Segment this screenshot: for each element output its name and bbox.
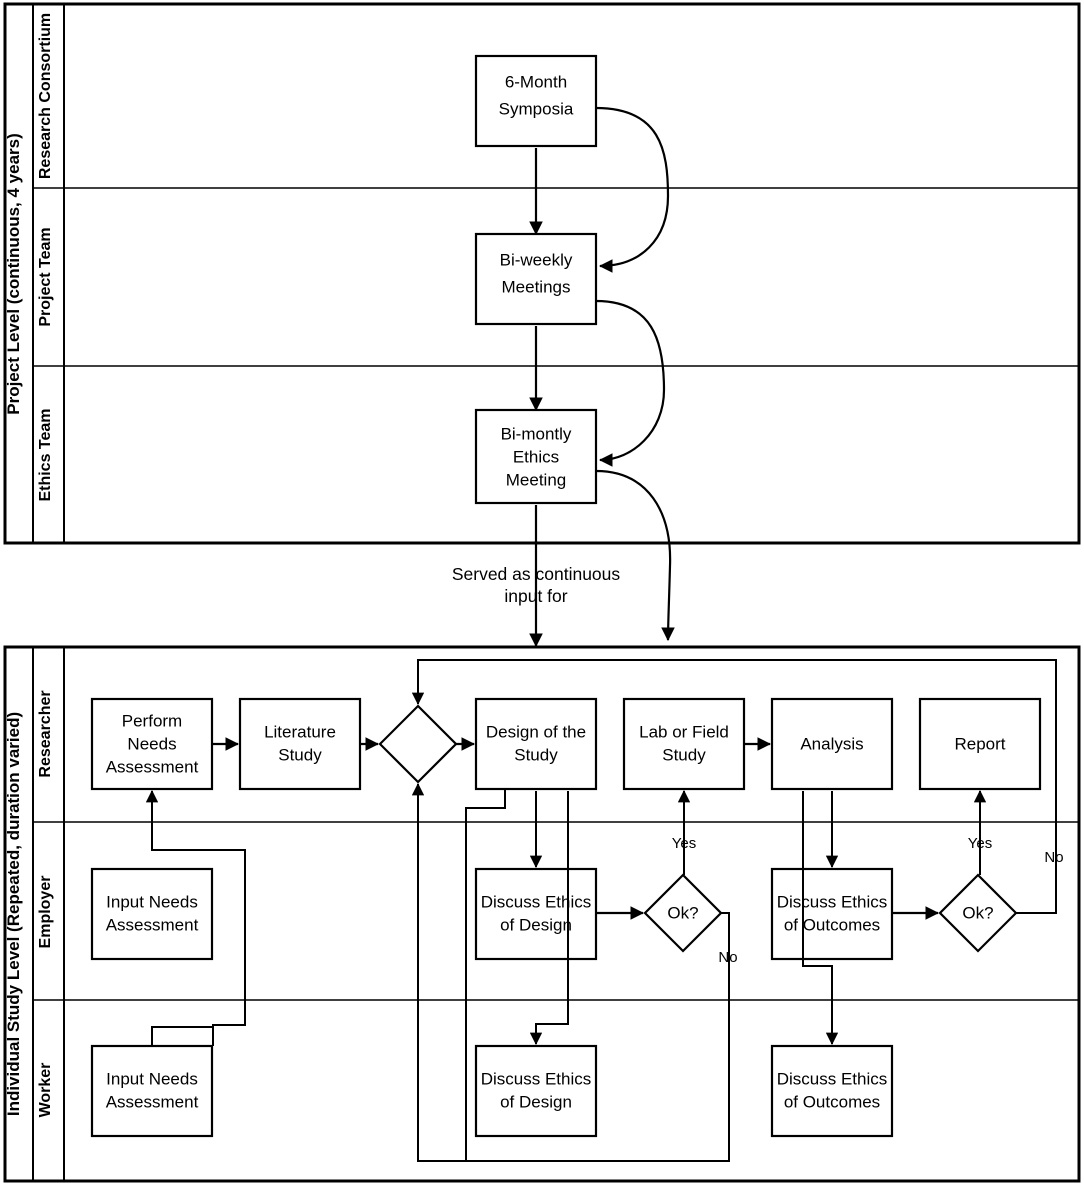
node-worker-input-needs-assessment[interactable]: Input Needs Assessment [90, 1044, 214, 1138]
cross-pool-connectors: Served as continuous input for [452, 469, 675, 648]
node-design-of-the-study[interactable]: Design of the Study [474, 697, 598, 791]
flow-ok-design-no-to-gateway [411, 783, 730, 1162]
node-worker-ethics-design-label-line1: Discuss Ethics [481, 1069, 592, 1088]
flow-worker-input-to-employer-input-join [212, 869, 246, 1046]
pool-title-individual-study-level: Individual Study Level (Repeated, durati… [4, 712, 23, 1116]
lane-title-researcher: Researcher [37, 690, 54, 777]
node-biweekly-meetings[interactable]: Bi-weekly Meetings [474, 232, 598, 326]
node-analysis-box[interactable] [770, 697, 894, 791]
node-lab-field-label-line2: Study [662, 745, 706, 764]
node-ok-outcomes-diamond-shape[interactable] [938, 873, 1018, 953]
node-ok-design-diamond-shape[interactable] [643, 873, 723, 953]
flow-employer-input-to-perform-needs [145, 790, 246, 869]
flow-ethics-meeting-to-study-level [595, 469, 675, 642]
node-lab-field-label-line1: Lab or Field [639, 722, 729, 741]
node-symposia-label-line1: 6-Month [505, 72, 567, 91]
node-employer-discuss-ethics-of-design[interactable]: Discuss Ethics of Design [474, 867, 598, 961]
flow-analysis-to-worker-ethics-outcomes [802, 791, 839, 1045]
node-biweekly-meetings-label-line2: Meetings [502, 277, 571, 296]
node-report-label: Report [954, 734, 1005, 753]
node-employer-ethics-outcomes-box[interactable] [770, 867, 894, 961]
node-worker-ethics-outcomes-box[interactable] [770, 1044, 894, 1138]
flow-ok-outcomes-no-to-gateway [411, 659, 1057, 914]
node-gateway-diamond[interactable] [378, 704, 458, 784]
edge-label-no-outcomes: No [1044, 849, 1063, 866]
flow-design-to-worker-ethics-design [529, 791, 569, 1045]
node-analysis-label: Analysis [800, 734, 863, 753]
node-lab-or-field-study[interactable]: Lab or Field Study [622, 697, 746, 791]
node-analysis[interactable]: Analysis [770, 697, 894, 791]
pool-project-level: Project Level (continuous, 4 years) Rese… [3, 2, 1081, 545]
node-biweekly-meetings-box[interactable] [474, 232, 598, 326]
node-worker-discuss-ethics-of-outcomes[interactable]: Discuss Ethics of Outcomes [770, 1044, 894, 1138]
node-worker-ethics-design-label-line2: of Design [500, 1092, 572, 1111]
node-symposia-label-line2: Symposia [499, 99, 574, 118]
node-gateway-diamond-shape[interactable] [378, 704, 458, 784]
pool-individual-study-level-border [3, 645, 1081, 1183]
pool-title-project-level: Project Level (continuous, 4 years) [4, 133, 23, 415]
node-perform-needs-label-line1: Perform [122, 711, 182, 730]
node-bimonthly-ethics-meeting-box[interactable] [474, 408, 598, 505]
node-biweekly-meetings-label-line1: Bi-weekly [500, 250, 573, 269]
node-employer-input-label-line1: Input Needs [106, 892, 198, 911]
node-literature-study[interactable]: Literature Study [238, 697, 362, 791]
node-employer-ethics-design-label-line1: Discuss Ethics [481, 892, 592, 911]
edge-label-yes-design: Yes [672, 835, 696, 852]
lane-title-worker: Worker [37, 1063, 54, 1118]
node-ok-design-diamond[interactable]: Ok? [643, 873, 723, 953]
flow-worker-input-riser [151, 1026, 213, 1046]
node-ok-outcomes-label: Ok? [962, 903, 993, 922]
node-perform-needs-assessment[interactable]: Perform Needs Assessment [90, 697, 214, 791]
pool-individual-study-level: Individual Study Level (Repeated, durati… [3, 645, 1081, 1183]
node-bimonthly-ethics-label-line3: Meeting [506, 470, 566, 489]
flow-design-lane-riser [465, 789, 506, 1160]
node-symposia[interactable]: 6-Month Symposia [474, 54, 598, 148]
edge-label-yes-outcomes: Yes [968, 835, 992, 852]
node-lab-or-field-study-box[interactable] [622, 697, 746, 791]
edge-label-served-line1: Served as continuous [452, 564, 621, 584]
node-perform-needs-assessment-box[interactable] [90, 697, 214, 791]
node-employer-input-label-line2: Assessment [106, 915, 199, 934]
lane-title-project-team: Project Team [37, 227, 54, 326]
node-bimonthly-ethics-label-line2: Ethics [513, 447, 559, 466]
node-worker-input-label-line2: Assessment [106, 1092, 199, 1111]
lane-title-ethics-team: Ethics Team [37, 408, 54, 501]
flow-biweekly-to-ethics [595, 299, 666, 467]
node-worker-discuss-ethics-of-design[interactable]: Discuss Ethics of Design [474, 1044, 598, 1138]
node-employer-discuss-ethics-of-outcomes[interactable]: Discuss Ethics of Outcomes [770, 867, 894, 961]
pool-project-level-border [3, 2, 1081, 545]
node-literature-study-label-line1: Literature [264, 722, 336, 741]
flow-symposia-to-biweekly [595, 106, 670, 273]
node-perform-needs-label-line3: Assessment [106, 757, 199, 776]
node-symposia-box[interactable] [474, 54, 598, 148]
node-worker-input-label-line1: Input Needs [106, 1069, 198, 1088]
node-worker-ethics-outcomes-label-line1: Discuss Ethics [777, 1069, 888, 1088]
edge-label-no-design: No [718, 949, 737, 966]
node-worker-ethics-design-box[interactable] [474, 1044, 598, 1138]
node-perform-needs-label-line2: Needs [127, 734, 176, 753]
node-report[interactable]: Report [918, 697, 1042, 791]
node-employer-ethics-design-box[interactable] [474, 867, 598, 961]
node-employer-ethics-design-label-line2: of Design [500, 915, 572, 934]
node-ok-design-label: Ok? [667, 903, 698, 922]
node-design-study-label-line1: Design of the [486, 722, 586, 741]
node-design-of-the-study-box[interactable] [474, 697, 598, 791]
node-employer-input-needs-assessment[interactable]: Input Needs Assessment [90, 867, 214, 961]
node-report-box[interactable] [918, 697, 1042, 791]
edge-label-served-line2: input for [504, 586, 567, 606]
node-employer-ethics-outcomes-label-line2: of Outcomes [784, 915, 880, 934]
node-employer-input-box[interactable] [90, 867, 214, 961]
node-literature-study-box[interactable] [238, 697, 362, 791]
node-design-study-label-line2: Study [514, 745, 558, 764]
lane-title-research-consortium: Research Consortium [37, 13, 54, 179]
node-worker-ethics-outcomes-label-line2: of Outcomes [784, 1092, 880, 1111]
node-worker-input-box[interactable] [90, 1044, 214, 1138]
node-literature-study-label-line2: Study [278, 745, 322, 764]
lane-title-employer: Employer [37, 876, 54, 949]
node-bimonthly-ethics-meeting[interactable]: Bi-montly Ethics Meeting [474, 408, 598, 505]
node-employer-ethics-outcomes-label-line1: Discuss Ethics [777, 892, 888, 911]
node-ok-outcomes-diamond[interactable]: Ok? [938, 873, 1018, 953]
node-bimonthly-ethics-label-line1: Bi-montly [501, 424, 572, 443]
